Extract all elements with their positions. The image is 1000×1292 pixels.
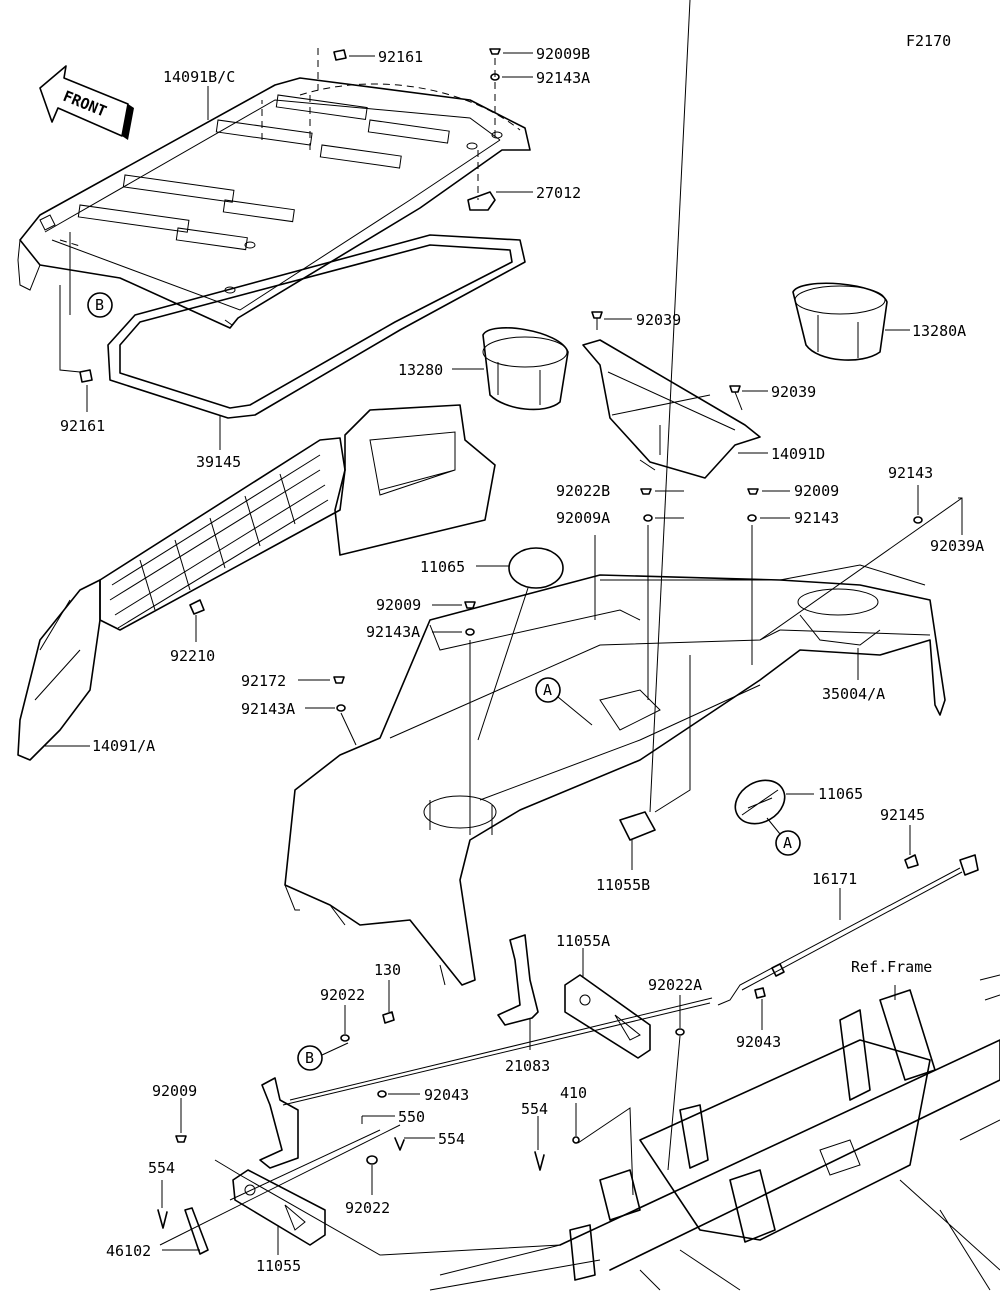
label-11055a: 11055A	[556, 932, 610, 950]
label-27012: 27012	[536, 184, 581, 202]
frame-reference	[429, 974, 1000, 1291]
cup-holder-13280	[452, 327, 569, 411]
label-92161-top: 92161	[378, 48, 423, 66]
callout-b-top: B	[59, 232, 113, 412]
label-92039-b: 92039	[771, 383, 816, 401]
roof-panel	[17, 77, 531, 329]
label-14091a: 14091/A	[92, 737, 155, 755]
clip-92161-top	[317, 48, 375, 90]
label-14091bc: 14091B/C	[163, 68, 235, 86]
cover-11065-right: A	[734, 779, 814, 856]
rod-46102	[157, 1180, 209, 1255]
label-92009a: 92009	[794, 482, 839, 500]
callout-a-top: A	[535, 677, 593, 726]
figure-code: F2170	[906, 32, 951, 50]
body-35004a	[284, 564, 946, 986]
label-554-m: 554	[438, 1130, 465, 1148]
label-554-r: 554	[521, 1100, 548, 1118]
label-92043-r: 92043	[736, 1033, 781, 1051]
label-39145: 39145	[196, 453, 241, 471]
label-92143a-l: 92143A	[241, 700, 295, 718]
label-92022-b: 92022	[345, 1199, 390, 1217]
front-arrow-icon: FRONT	[39, 65, 134, 140]
callout-a-top-letter: A	[543, 681, 552, 699]
pin-set-center	[534, 1103, 634, 1196]
label-92009-bl: 92009	[152, 1082, 197, 1100]
fasteners-right	[759, 485, 963, 641]
screw-92009b	[489, 48, 533, 140]
panel-14091d	[582, 339, 768, 479]
bracket-27012	[467, 150, 533, 211]
label-11055: 11055	[256, 1257, 301, 1275]
seal-39145	[107, 234, 526, 419]
grille-14091a	[17, 404, 496, 761]
cup-holder-13280a	[792, 282, 910, 361]
bracket-11055	[214, 1077, 561, 1256]
label-92143-r: 92143	[794, 509, 839, 527]
label-92039-a: 92039	[636, 311, 681, 329]
screw-92039-b	[729, 385, 768, 411]
bracket-11055a	[564, 948, 651, 1059]
label-92145: 92145	[880, 806, 925, 824]
cover-11065-top	[476, 547, 564, 741]
screw-92039-a	[591, 311, 632, 330]
fasteners-92022a	[667, 987, 766, 1171]
label-ref-frame: Ref.Frame	[851, 958, 932, 976]
rod-130: B	[282, 980, 713, 1106]
label-11065-top: 11065	[420, 558, 465, 576]
callout-a-right-letter: A	[783, 834, 792, 852]
label-130: 130	[374, 961, 401, 979]
pin-set-left	[159, 1090, 435, 1246]
label-92143-c: 92009A	[556, 509, 610, 527]
clip-11055b	[619, 0, 691, 870]
label-92143a-top: 92143A	[536, 69, 590, 87]
label-92039a: 92039A	[930, 537, 984, 555]
label-92022b: 92143	[888, 464, 933, 482]
label-92043-l: 92043	[424, 1086, 469, 1104]
fasteners-center	[298, 488, 790, 835]
cable-16171	[717, 825, 979, 1006]
label-11055b: 11055B	[596, 876, 650, 894]
label-550: 550	[398, 1108, 425, 1126]
label-92022: 92022	[320, 986, 365, 1004]
label-92172: 92172	[241, 672, 286, 690]
label-16171: 16171	[812, 870, 857, 888]
screw-92009-bl	[175, 1098, 187, 1143]
label-14091d: 14091D	[771, 445, 825, 463]
label-92009-m: 92009	[376, 596, 421, 614]
callout-b-top-letter: B	[95, 296, 104, 314]
label-92210: 92210	[170, 647, 215, 665]
label-92022a: 92022A	[648, 976, 702, 994]
front-arrow-label: FRONT	[61, 87, 110, 121]
callout-b-bottom-letter: B	[305, 1049, 314, 1067]
label-13280a: 13280A	[912, 322, 966, 340]
stay-21083	[497, 934, 539, 1050]
label-554-l: 554	[148, 1159, 175, 1177]
label-92009b: 92009B	[536, 45, 590, 63]
label-92143a-m: 92143A	[366, 623, 420, 641]
label-11065-right: 11065	[818, 785, 863, 803]
label-13280: 13280	[398, 361, 443, 379]
label-92161-left: 92161	[60, 417, 105, 435]
label-21083: 21083	[505, 1057, 550, 1075]
label-410: 410	[560, 1084, 587, 1102]
label-35004a: 35004/A	[822, 685, 885, 703]
label-46102: 46102	[106, 1242, 151, 1260]
label-92009-c: 92022B	[556, 482, 610, 500]
